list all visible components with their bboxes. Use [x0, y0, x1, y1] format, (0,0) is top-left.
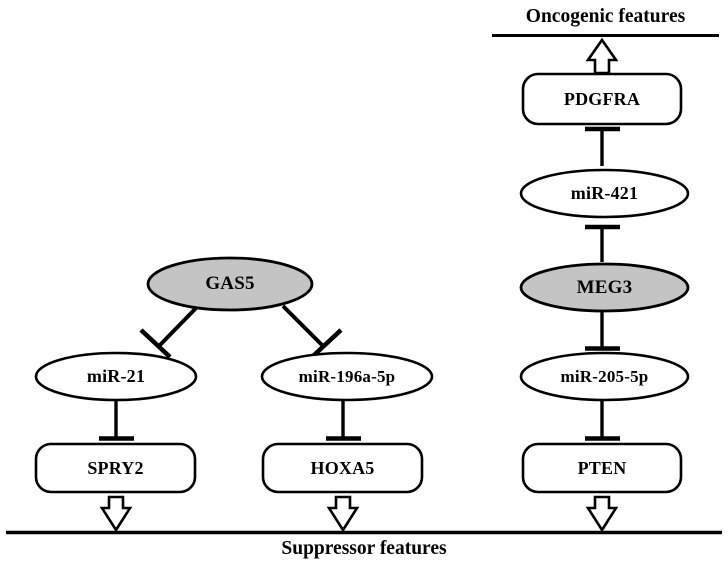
node-shape-mir-196a-5p[interactable] [260, 351, 434, 402]
inhibition-mir205-pten [585, 401, 620, 441]
node-shape-gas5[interactable] [146, 256, 314, 312]
inhibition-mir21-spry2 [99, 401, 134, 441]
block-arrow-pdgfra-to-oncogenic [585, 37, 619, 75]
inhibition-meg3-mir421 [585, 224, 620, 262]
block-arrow-spry2-to-suppressor [99, 495, 133, 533]
node-shape-meg3[interactable] [519, 262, 690, 313]
node-shape-hoxa5[interactable] [261, 442, 424, 494]
block-arrow-hoxa5-to-suppressor [326, 495, 360, 533]
block-arrow-pten-to-suppressor [585, 495, 619, 533]
node-shape-mir-21[interactable] [34, 351, 198, 402]
inhibition-gas5-mir196a [281, 304, 343, 359]
node-shape-pten[interactable] [521, 442, 683, 494]
suppressor-features-label: Suppressor features [281, 538, 447, 559]
inhibition-meg3-mir205 [585, 312, 620, 351]
inhibition-gas5-mir21 [139, 304, 200, 359]
node-shape-mir-205-5p[interactable] [519, 351, 690, 402]
inhibition-mir196a-hoxa5 [326, 401, 361, 441]
node-shape-mir-421[interactable] [519, 168, 690, 219]
oncogenic-features-label: Oncogenic features [525, 6, 686, 27]
node-shape-spry2[interactable] [34, 442, 197, 494]
inhibition-mir421-pdgfra [585, 126, 620, 166]
node-shape-pdgfra[interactable] [521, 72, 683, 126]
